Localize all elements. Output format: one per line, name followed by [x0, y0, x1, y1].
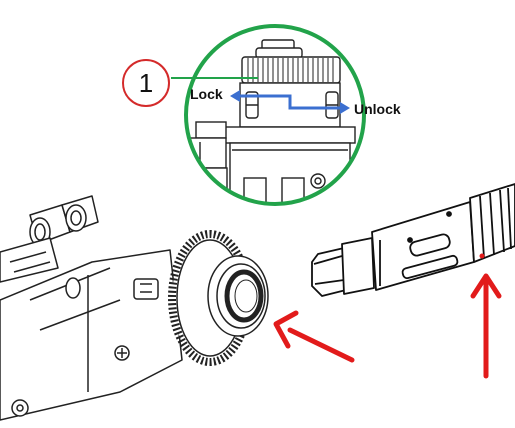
- lock-arrowhead: [230, 90, 240, 102]
- lock-unlock-arrow: [234, 94, 344, 110]
- unlock-arrowhead: [340, 102, 350, 114]
- callout-number: 1: [138, 67, 154, 98]
- bore-opening: [207, 255, 269, 337]
- probe-sketch: [311, 183, 515, 297]
- probe-mark-dot: [479, 253, 485, 259]
- instrument-body: [0, 195, 183, 421]
- detail-circle: [184, 24, 366, 206]
- insert-location-arrow: [273, 310, 355, 363]
- lock-label: Lock: [190, 86, 223, 102]
- callout-number-circle: [122, 59, 170, 107]
- probe-mark-arrow: [470, 273, 502, 379]
- unlock-label: Unlock: [354, 101, 401, 117]
